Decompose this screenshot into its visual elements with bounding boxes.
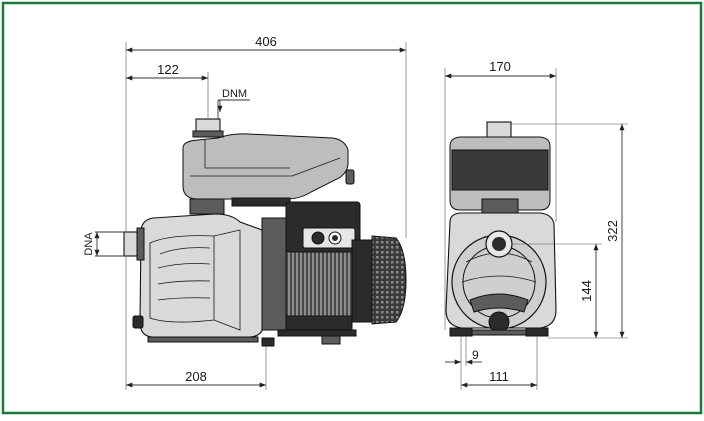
dim-overall-length-label: 406	[255, 34, 277, 49]
front-delivery-outlet	[486, 121, 512, 139]
fan-ring	[351, 239, 373, 323]
dim-outlet-offset-label: 122	[157, 62, 179, 77]
dim-axis-height-label: 144	[579, 280, 594, 302]
dim-foot-spacing-label: 111	[489, 369, 509, 384]
front-view	[445, 121, 557, 337]
motor-flange	[261, 217, 289, 331]
foot-right	[261, 337, 275, 347]
suction-port-label: DNA	[83, 232, 95, 256]
dim-foot-hole-label: 9	[472, 348, 479, 362]
pump-casing	[139, 213, 265, 338]
coupling-neck	[189, 198, 225, 215]
dim-base-length-label: 208	[185, 369, 207, 384]
side-view-dimensions: 406 122 DNM DNA 208	[83, 34, 407, 390]
delivery-port-label: DNM	[222, 88, 247, 100]
front-foot-left	[449, 327, 473, 337]
front-foot-right	[525, 327, 549, 337]
dim-overall-height-label: 322	[605, 220, 620, 242]
front-view-dimensions: 170 322 144 9 111	[444, 59, 628, 390]
dim-overall-width-label: 170	[489, 59, 511, 74]
motor-fins	[285, 247, 353, 319]
front-box-band	[451, 149, 549, 191]
side-view	[123, 118, 407, 347]
control-box	[182, 133, 349, 200]
cable-gland	[345, 169, 355, 185]
fan-cover	[371, 235, 407, 325]
